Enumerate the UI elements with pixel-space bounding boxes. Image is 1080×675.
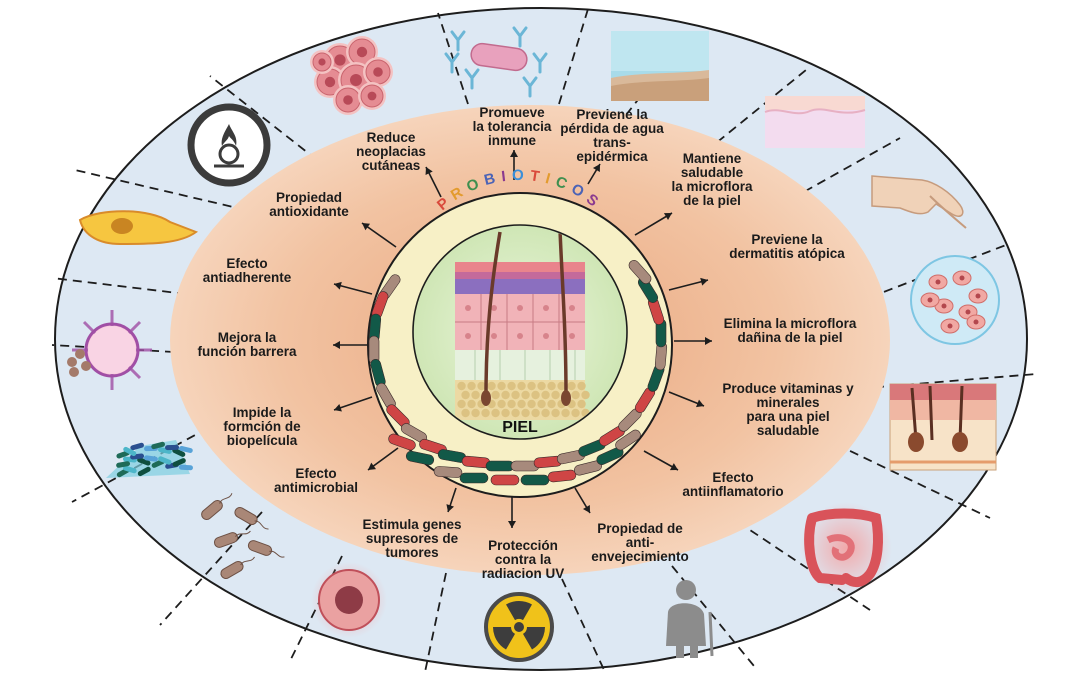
bacterium [490,474,520,486]
benefit-label-microflora-danina: Elimina la microflora dañina de la piel [723,316,857,345]
tissue-cells-icon [910,255,1000,345]
benefit-arrows [333,150,712,528]
benefit-arrow [361,222,397,248]
benefit-arrow [634,212,673,236]
bacterium [388,433,416,451]
benefit-label-microflora-saludable: Mantiene saludable la microflora de la p… [671,151,753,208]
benefit-label-biopelicula: Impide la formción de biopelícula [223,405,301,448]
benefit-arrow [333,341,367,349]
intestine-icon [800,502,892,594]
water-layer-icon [611,31,709,101]
benefit-arrow [668,277,709,291]
antibody-cell-icon [444,26,548,98]
benefit-label-tolerancia: Promueve la tolerancia inmune [472,105,552,148]
barrier-cell-icon [67,310,152,390]
benefit-label-barrera: Mejora la función barrera [197,330,297,359]
benefit-arrow [674,337,712,345]
benefit-label-vitaminas: Produce vitaminas y minerales para una p… [722,381,854,438]
skin-cross-section-icon [889,383,997,471]
benefit-arrow [587,163,601,185]
skin-title: PIEL [502,419,538,436]
benefit-arrow [668,391,705,408]
benefit-arrow [574,487,591,514]
benefit-label-antimicrobial: Efecto antimicrobial [273,466,359,495]
benefit-arrow [425,166,442,198]
benefit-label-dermatitis: Previene la dermatitis atópica [729,232,845,261]
benefit-arrow [333,281,373,295]
bacteria-group [368,260,668,486]
benefit-label-antiadherente: Efecto antiadherente [202,256,292,285]
benefit-arrow [510,150,518,180]
benefit-label-agua: Previene la pérdida de agua trans- epidé… [560,107,664,164]
benefit-arrow [367,447,399,471]
skin-layers-icon [455,229,590,420]
benefit-label-uv: Protección contra la radiacion UV [481,538,565,581]
bacterium [433,466,463,478]
cancer-cells-icon [310,36,393,115]
benefit-label-antioxidante: Propiedad antioxidante [269,190,349,219]
bacterium [405,450,435,466]
skin-layer-icon [764,96,866,148]
bacterium [628,260,652,284]
hand-icon [871,175,967,229]
bacteria-icon [201,493,285,579]
bacterium [520,474,550,486]
bacterium [459,472,489,484]
benefit-label-supresores: Estimula genes supresores de tumores [362,517,462,560]
benefit-arrow [643,450,679,471]
tumor-cell-icon [311,562,387,638]
bacterium [547,469,577,483]
bacterium [485,460,515,472]
benefit-label-envejecimiento: Propiedad de anti- envejecimiento [591,521,689,564]
benefit-arrow [333,396,373,412]
benefit-arrow [446,487,457,513]
bacterium [596,447,624,465]
bacterium [615,429,641,451]
benefit-label-antiinflamatorio: Efecto antiinflamatorio [682,470,784,499]
biofilm-icon [106,440,193,478]
oxidizer-icon [187,103,271,187]
elderly-person-icon [666,580,714,658]
cell-adhesion-icon [78,210,199,246]
benefit-label-neoplacias: Reduce neoplacias cutáneas [356,130,426,173]
radiation-icon [484,592,554,662]
benefit-arrow [508,496,516,528]
